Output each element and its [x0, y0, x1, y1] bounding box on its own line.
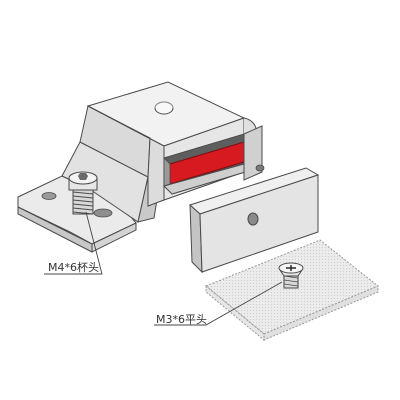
- m4-cup-head-screw: [68, 171, 98, 215]
- side-tab: [243, 125, 265, 181]
- label-m4-cup-head: M4*6杯头: [48, 261, 99, 274]
- hinge-block: [86, 81, 257, 207]
- clamp-plate: [189, 167, 320, 274]
- plate-hole: [247, 212, 259, 226]
- label-m3-flat-head: M3*6平头: [156, 313, 207, 326]
- leader-lines: [44, 211, 283, 326]
- hex-socket-icon: [78, 173, 88, 180]
- leader-m4: [44, 211, 103, 275]
- m3-flat-head-screw: [278, 262, 304, 289]
- cross-slot-icon: [286, 265, 296, 271]
- leader-m3: [154, 281, 283, 326]
